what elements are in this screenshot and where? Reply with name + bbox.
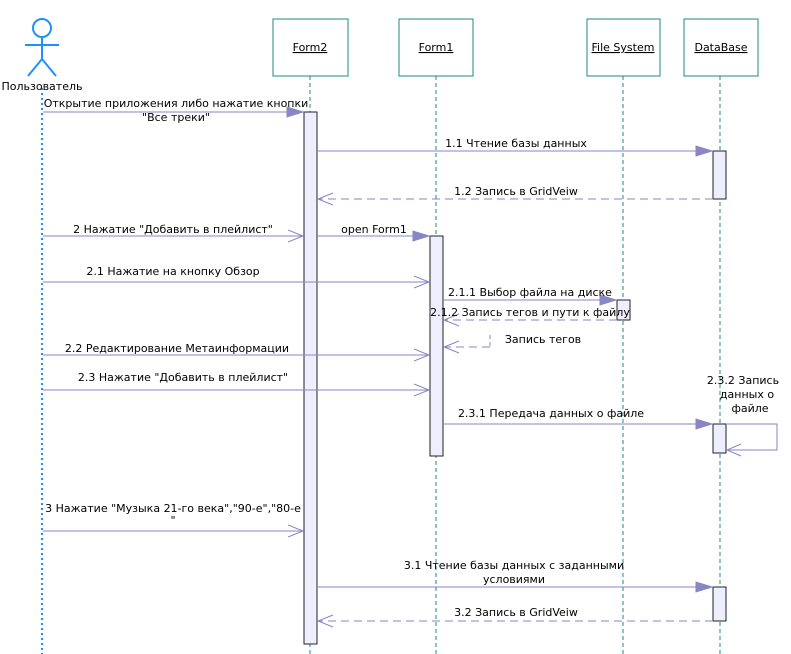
actor-label: Пользователь: [1, 80, 82, 93]
msg-arrowhead: [287, 524, 305, 538]
msg-arrowhead: [287, 229, 305, 243]
msg-arrowhead: [413, 348, 431, 362]
msg-arrowhead: [695, 418, 714, 430]
msg-label-m3-1: 3.1 Чтение базы данных с заданными: [404, 559, 624, 572]
msg-arrowhead: [695, 145, 714, 157]
activation-form2: [303, 111, 318, 645]
msg-arrowhead: [599, 294, 618, 306]
msg-arrowhead: [442, 313, 460, 327]
msg-arrowhead: [412, 230, 431, 242]
msg-label-m2: 2 Нажатие "Добавить в плейлист": [73, 223, 273, 236]
msg-label-m2-3-2: 2.3.2 Запись: [707, 374, 779, 387]
activation-db-3: [712, 586, 727, 622]
msg-label-m-tags: Запись тегов: [505, 333, 581, 346]
msg-arrowhead: [316, 192, 334, 206]
msg-arrowhead: [695, 581, 714, 593]
actor-figure: [25, 18, 59, 77]
msg-label-m3: ": [170, 514, 175, 527]
msg-label-m1-1: 1.1 Чтение базы данных: [445, 137, 587, 150]
msg-label-m2-3: 2.3 Нажатие "Добавить в плейлист": [78, 371, 288, 384]
msg-arrowhead: [725, 443, 742, 457]
msg-label-m2-3-2: данных о: [720, 388, 774, 401]
participant-form1: Form1: [398, 18, 474, 77]
participant-label: DataBase: [694, 41, 747, 54]
msg-arrowhead: [286, 106, 305, 118]
activation-db-2: [712, 423, 727, 454]
participant-db: DataBase: [683, 18, 759, 77]
msg-label-m2-1-2: 2.1.2 Запись тегов и пути к файлу: [430, 306, 630, 319]
msg-arrowhead: [316, 614, 334, 628]
msg-line-m2-3-2: [726, 423, 778, 451]
msg-label-m3-2: 3.2 Запись в GridVeiw: [454, 606, 578, 619]
msg-label-m2-1: 2.1 Нажатие на кнопку Обзор: [86, 265, 259, 278]
participant-label: Form2: [293, 41, 328, 54]
msg-label-m1: "Все треки": [142, 111, 210, 124]
msg-label-m2-3-1: 2.3.1 Передача данных о файле: [458, 407, 644, 420]
participant-label: Form1: [419, 41, 454, 54]
msg-label-m2-2: 2.2 Редактирование Метаинформации: [65, 342, 289, 355]
activation-fs: [616, 299, 631, 321]
activation-form1: [429, 235, 444, 457]
participant-fs: File System: [586, 18, 661, 77]
msg-label-m2-1-1: 2.1.1 Выбор файла на диске: [448, 286, 612, 299]
msg-label-m1-2: 1.2 Запись в GridVeiw: [454, 185, 578, 198]
msg-label-m3: 3 Нажатие "Музыка 21-го века","90-е","80…: [45, 502, 301, 515]
msg-arrowhead: [413, 383, 431, 397]
msg-arrowhead: [442, 340, 460, 354]
msg-label-m-open: open Form1: [341, 223, 407, 236]
msg-arrowhead: [413, 275, 431, 289]
msg-label-m2-3-2: файле: [731, 402, 768, 415]
participant-form2: Form2: [272, 18, 349, 77]
msg-label-m3-1: условиями: [483, 573, 545, 586]
msg-label-m1: Открытие приложения либо нажатие кнопки: [44, 97, 309, 110]
activation-db-1: [712, 150, 727, 200]
participant-label: File System: [592, 41, 655, 54]
